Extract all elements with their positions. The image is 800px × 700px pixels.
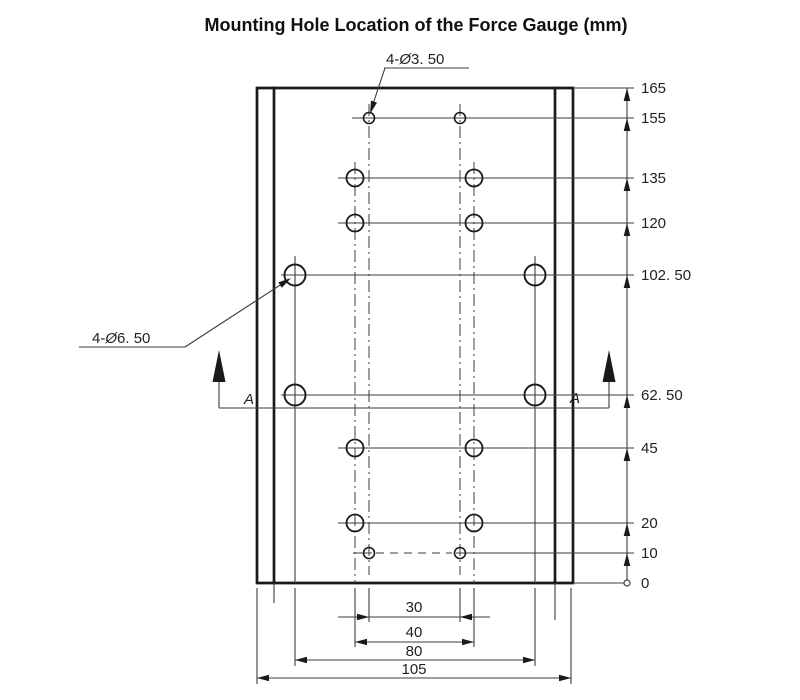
dim-label-62-50: 62. 50 (641, 387, 683, 404)
hole-mid-20-left (345, 513, 365, 533)
callout-small-prefix: 4- (386, 51, 399, 68)
hole-row-lines (281, 87, 634, 584)
drawing-title: Mounting Hole Location of the Force Gaug… (205, 15, 628, 35)
diameter-symbol: Ø (104, 330, 118, 347)
dim-arrow-105-left (257, 674, 269, 682)
callout-small-holes: 4-Ø3. 50 (370, 51, 469, 114)
hole-large-62-right (523, 383, 547, 407)
dim-arrow-up-45 (623, 448, 631, 461)
section-letter-right: A (569, 390, 580, 407)
callout-small-leader (371, 67, 386, 108)
callout-small-value: 3. 50 (411, 51, 444, 68)
hole-mid-20-right (464, 513, 484, 533)
section-letter-left: A (243, 391, 254, 408)
hole-mid-135-left (345, 168, 365, 188)
dim-arrow-up-20 (623, 523, 631, 536)
hole-small-155-left (362, 111, 376, 125)
dim-arrow-up-155 (623, 118, 631, 131)
callout-large-leader-arrow (278, 278, 291, 288)
dim-label-120: 120 (641, 215, 666, 232)
dim-label-105: 105 (401, 661, 426, 678)
hole-mid-135-right (464, 168, 484, 188)
callout-small-label: 4-Ø3. 50 (386, 51, 444, 68)
dim-label-40: 40 (406, 624, 423, 641)
hole-column-centerlines (294, 104, 536, 583)
callout-large-holes: 4-Ø6. 50 (79, 278, 291, 348)
hole-mid-45-right (464, 438, 484, 458)
dim-arrow-30-right (460, 613, 472, 621)
hole-large-102-left (283, 263, 307, 287)
dim-arrow-40-right (462, 638, 474, 646)
dim-arrow-up-10 (623, 553, 631, 566)
section-arrow-left (212, 350, 226, 382)
dim-arrow-up-102 (623, 275, 631, 288)
dim-arrow-30-left (357, 613, 369, 621)
dim-arrow-up-165 (623, 88, 631, 101)
callout-large-leader (184, 279, 289, 348)
dim-label-10: 10 (641, 545, 658, 562)
hole-mid-45-left (345, 438, 365, 458)
hole-mid-120-right (464, 213, 484, 233)
mounting-holes (283, 111, 547, 560)
dim-label-0: 0 (641, 575, 649, 592)
dim-label-135: 135 (641, 170, 666, 187)
dim-arrow-105-right (559, 674, 571, 682)
dim-label-20: 20 (641, 515, 658, 532)
section-markers: A A (212, 350, 616, 409)
dim-arrow-40-left (355, 638, 367, 646)
dim-arrow-80-left (295, 656, 307, 664)
hole-small-10-left (362, 546, 376, 560)
section-arrow-right (602, 350, 616, 382)
hole-large-102-right (523, 263, 547, 287)
hole-small-10-right (453, 546, 467, 560)
dim-arrow-80-right (523, 656, 535, 664)
dim-label-30: 30 (406, 599, 423, 616)
hole-large-62-left (283, 383, 307, 407)
hole-mid-120-left (345, 213, 365, 233)
dim-label-165: 165 (641, 80, 666, 97)
vertical-dimension-scale: 165 155 135 120 102. 50 62. 50 45 20 10 … (623, 80, 691, 592)
callout-large-prefix: 4- (92, 330, 105, 347)
callout-small-leader-arrow (370, 100, 377, 114)
plate-outer-rect (255, 86, 575, 585)
dim-label-102-50: 102. 50 (641, 267, 691, 284)
horizontal-dimensions: 30 40 80 105 (256, 588, 572, 684)
callout-large-value: 6. 50 (117, 330, 150, 347)
diameter-symbol: Ø (398, 51, 412, 68)
dim-label-80: 80 (406, 643, 423, 660)
dim-arrow-up-135 (623, 178, 631, 191)
dim-label-45: 45 (641, 440, 658, 457)
dim-arrow-up-120 (623, 223, 631, 236)
plate-outline (255, 86, 575, 620)
dim-arrow-up-62 (623, 395, 631, 408)
dim-zero-terminator (623, 579, 631, 587)
dim-label-155: 155 (641, 110, 666, 127)
callout-large-label: 4-Ø6. 50 (92, 330, 150, 347)
hole-small-155-right (453, 111, 467, 125)
